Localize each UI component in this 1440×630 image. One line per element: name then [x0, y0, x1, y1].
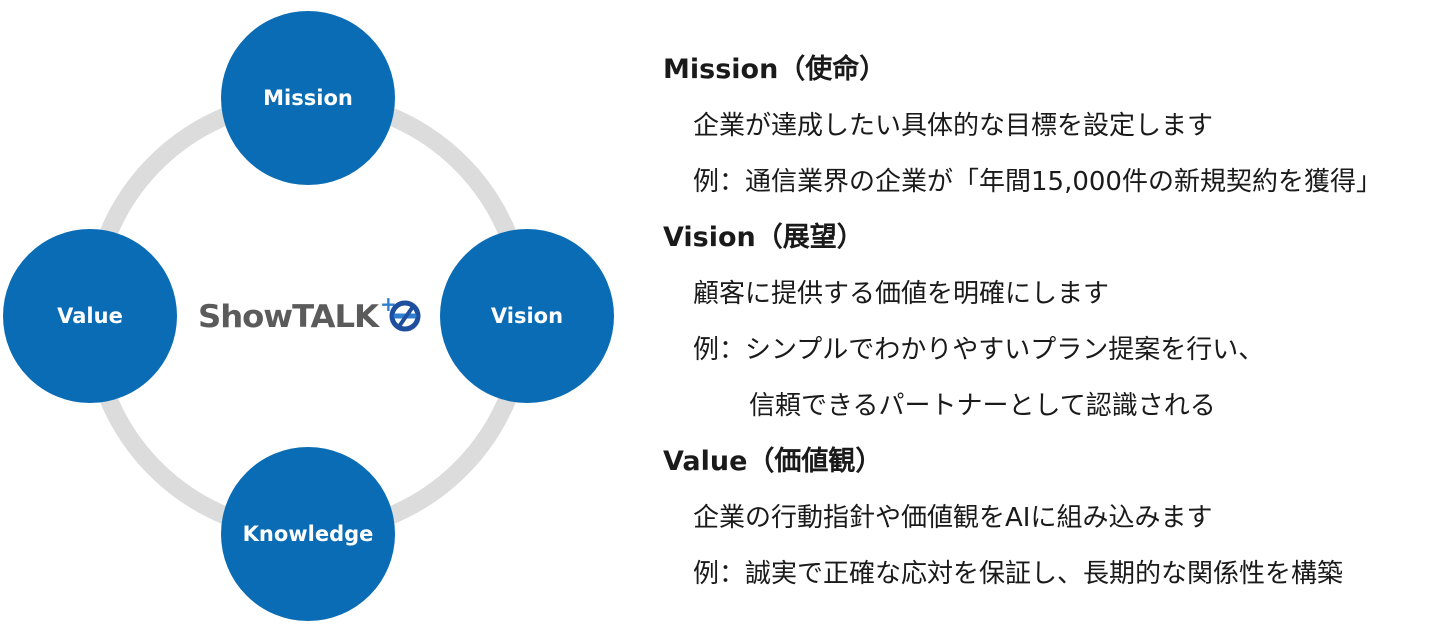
showtalk-logo: ShowTALK + — [198, 292, 421, 335]
node-knowledge: Knowledge — [221, 447, 395, 621]
logo-e-mark-icon — [389, 300, 421, 332]
mission-heading: Mission（使命） — [663, 54, 887, 85]
vision-example-continued: 信頼できるパートナーとして認識される — [749, 391, 1216, 421]
mvv-cycle-diagram: Mission Vision Knowledge Value ShowTALK … — [3, 11, 614, 621]
node-vision-label: Vision — [491, 304, 563, 328]
node-mission: Mission — [221, 11, 395, 185]
mission-description: 企業が達成したい具体的な目標を設定します — [693, 111, 1214, 141]
vision-example: 例：シンプルでわかりやすいプラン提案を行い、 — [693, 335, 1265, 365]
value-example: 例：誠実で正確な応対を保証し、長期的な関係性を構築 — [693, 559, 1344, 589]
node-vision: Vision — [440, 229, 614, 403]
node-mission-label: Mission — [263, 86, 353, 110]
node-knowledge-label: Knowledge — [243, 522, 374, 546]
vision-description: 顧客に提供する価値を明確にします — [693, 279, 1110, 309]
node-value-label: Value — [57, 304, 123, 328]
vision-heading: Vision（展望） — [663, 222, 864, 253]
mission-example: 例：通信業界の企業が「年間15,000件の新規契約を獲得」 — [693, 167, 1382, 197]
mvv-description-panel: Mission（使命） 企業が達成したい具体的な目標を設定します 例：通信業界の… — [663, 42, 1433, 602]
node-value: Value — [3, 229, 177, 403]
value-description: 企業の行動指針や価値観をAIに組み込みます — [693, 503, 1213, 533]
logo-wordmark: ShowTALK — [198, 299, 380, 335]
value-heading: Value（価値観） — [663, 446, 883, 477]
